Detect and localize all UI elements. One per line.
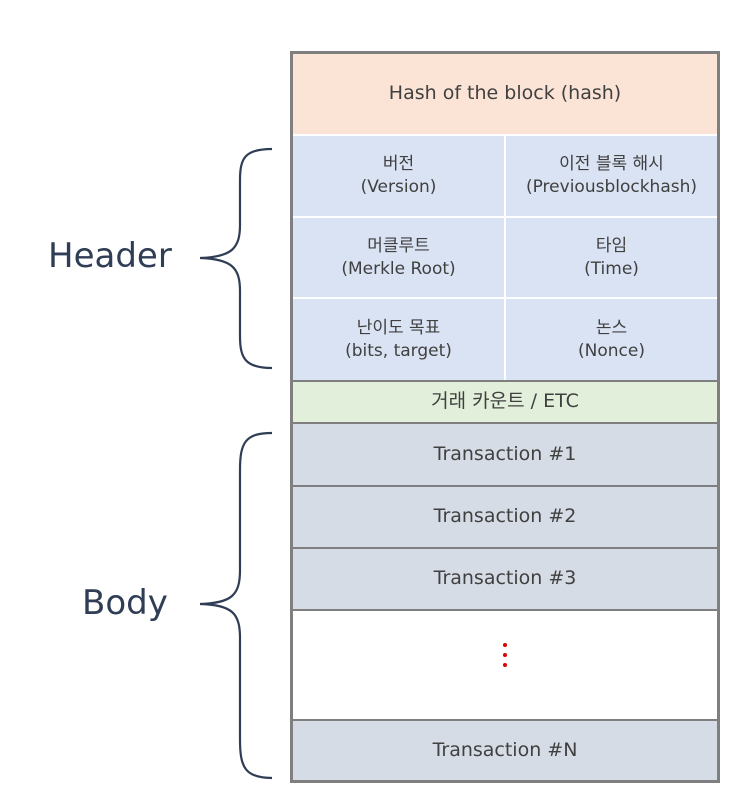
header-brace bbox=[199, 147, 273, 370]
header-field-version: 버전 (Version) bbox=[293, 136, 506, 218]
transaction-row: Transaction #1 bbox=[293, 424, 717, 487]
transaction-label: Transaction #2 bbox=[433, 505, 577, 528]
field-korean-label: 머클루트 bbox=[367, 235, 430, 256]
body-section-label: Body bbox=[82, 583, 168, 623]
transaction-row: Transaction #2 bbox=[293, 487, 717, 549]
ellipsis-dot bbox=[503, 663, 507, 667]
transaction-label: Transaction #N bbox=[432, 738, 578, 761]
field-korean-label: 난이도 목표 bbox=[356, 317, 441, 338]
block-hash-label: Hash of the block (hash) bbox=[388, 82, 622, 105]
field-english-label: (Nonce) bbox=[578, 340, 645, 361]
vertical-ellipsis-icon bbox=[503, 640, 507, 670]
ellipsis-dot bbox=[503, 653, 507, 657]
field-korean-label: 논스 bbox=[595, 317, 628, 338]
ellipsis-cell bbox=[293, 611, 717, 721]
header-field-difficulty: 난이도 목표 (bits, target) bbox=[293, 299, 506, 380]
header-field-merkle-root: 머클루트 (Merkle Root) bbox=[293, 218, 506, 299]
transaction-label: Transaction #3 bbox=[433, 567, 577, 590]
transaction-count-label: 거래 카운트 / ETC bbox=[431, 390, 579, 413]
field-english-label: (bits, target) bbox=[345, 340, 452, 361]
field-english-label: (Previousblockhash) bbox=[525, 177, 698, 197]
transaction-count-cell: 거래 카운트 / ETC bbox=[293, 380, 717, 424]
block-structure: Hash of the block (hash) 버전 (Version) 이전… bbox=[290, 51, 720, 783]
header-field-previous-hash: 이전 블록 해시 (Previousblockhash) bbox=[506, 136, 717, 218]
field-english-label: (Merkle Root) bbox=[341, 258, 456, 279]
body-brace bbox=[199, 431, 273, 780]
transaction-row: Transaction #3 bbox=[293, 549, 717, 611]
field-korean-label: 이전 블록 해시 bbox=[559, 154, 664, 175]
transaction-row: Transaction #N bbox=[293, 721, 717, 780]
field-korean-label: 버전 bbox=[382, 154, 415, 175]
ellipsis-dot bbox=[503, 643, 507, 647]
field-english-label: (Time) bbox=[584, 258, 639, 279]
block-hash-cell: Hash of the block (hash) bbox=[293, 54, 717, 136]
section-braces bbox=[199, 147, 273, 780]
header-section-label: Header bbox=[48, 236, 172, 276]
field-korean-label: 타임 bbox=[595, 235, 628, 256]
transaction-label: Transaction #1 bbox=[433, 442, 577, 465]
header-field-time: 타임 (Time) bbox=[506, 218, 717, 299]
header-field-nonce: 논스 (Nonce) bbox=[506, 299, 717, 380]
field-english-label: (Version) bbox=[360, 177, 437, 197]
